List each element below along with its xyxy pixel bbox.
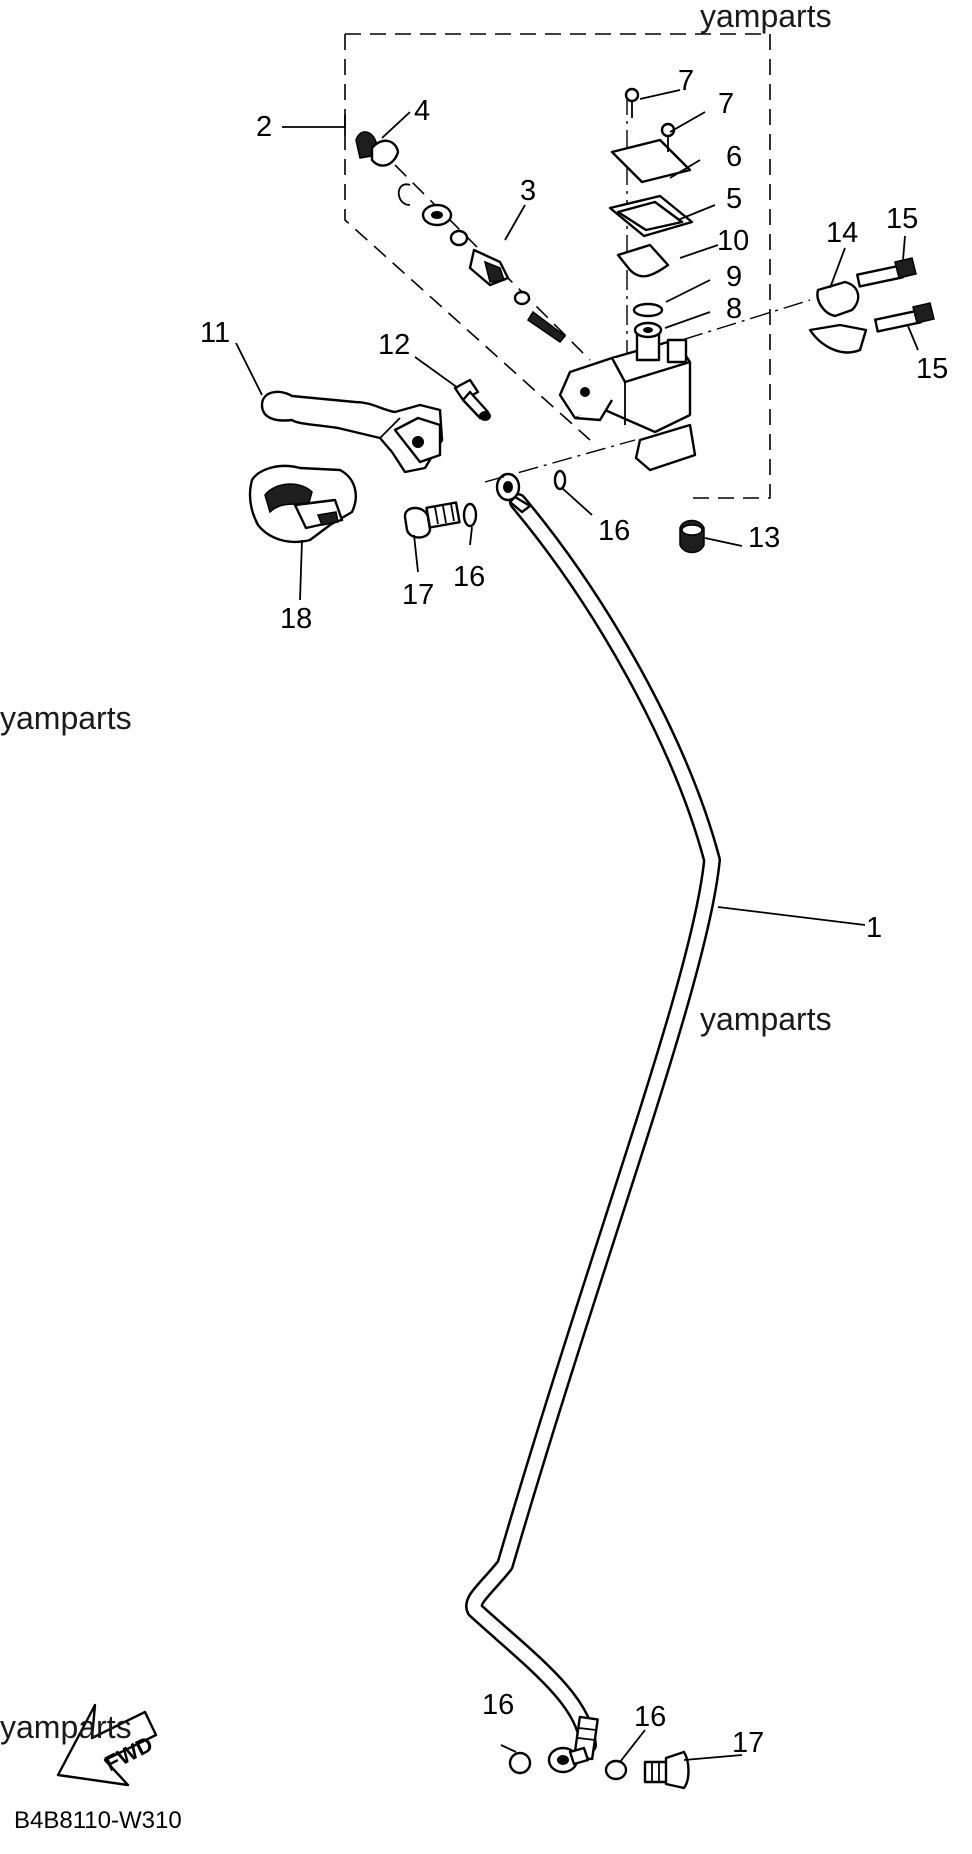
callout-17-upper: 17	[402, 579, 434, 611]
callout-14: 14	[826, 217, 858, 249]
callout-17-lower: 17	[732, 1727, 764, 1759]
callout-16-upper-right: 16	[598, 515, 630, 547]
callout-7-upper: 7	[678, 65, 694, 97]
callout-18: 18	[280, 603, 312, 635]
callout-16-lower-left: 16	[482, 1689, 514, 1721]
diagram-code: B4B8110-W310	[14, 1807, 182, 1834]
callout-12: 12	[378, 329, 410, 361]
assembly-boundary	[344, 33, 771, 499]
callout-3: 3	[520, 175, 536, 207]
forward-arrow-badge: FWD	[56, 1703, 158, 1787]
callout-4: 4	[414, 95, 430, 127]
clamp-bolts	[856, 257, 935, 333]
axis-line-upper	[484, 439, 636, 483]
callout-8: 8	[726, 293, 742, 325]
callout-10: 10	[717, 225, 749, 257]
callout-labels: 1 2 3 4 5 6 7 7 8 9 10 11 12 13 14 15 15…	[200, 65, 948, 1759]
union-bolt-upper	[403, 501, 461, 539]
callout-16-lower-right: 16	[634, 1701, 666, 1733]
watermarks: yamparts yamparts yamparts yamparts	[0, 0, 832, 1745]
watermark-left: yamparts	[0, 700, 132, 736]
callout-5: 5	[726, 183, 742, 215]
callout-6: 6	[726, 141, 742, 173]
watermark-middle-right: yamparts	[700, 1001, 832, 1037]
upper-banjo-fitting	[495, 472, 532, 514]
callout-11: 11	[200, 317, 230, 349]
callout-1: 1	[866, 912, 882, 944]
piston-kit	[397, 183, 567, 344]
callout-15-lower: 15	[916, 353, 948, 385]
callout-13: 13	[748, 522, 780, 554]
knuckle-guard	[248, 464, 357, 544]
lever-pivot-bolt	[453, 378, 491, 421]
handlebar-holder	[808, 280, 868, 354]
watermark-top-right: yamparts	[700, 0, 832, 34]
callout-2: 2	[256, 111, 272, 143]
lower-banjo-fitting	[547, 1746, 590, 1774]
leader-lines	[235, 89, 919, 1763]
dust-boot	[355, 131, 400, 167]
watermark-bottom-left: yamparts	[0, 1709, 132, 1745]
brake-hose	[465, 493, 721, 1761]
union-bolt-lower	[643, 1750, 690, 1790]
master-cylinder-body	[558, 328, 697, 472]
callout-7-lower: 7	[718, 88, 734, 120]
callout-16-upper-left: 16	[453, 561, 485, 593]
callout-15-upper: 15	[886, 203, 918, 235]
brake-lever	[260, 390, 444, 474]
callout-9: 9	[726, 261, 742, 293]
copper-washers	[462, 469, 628, 1781]
reservoir-cap-stack	[608, 87, 694, 339]
cap-13	[679, 519, 705, 554]
